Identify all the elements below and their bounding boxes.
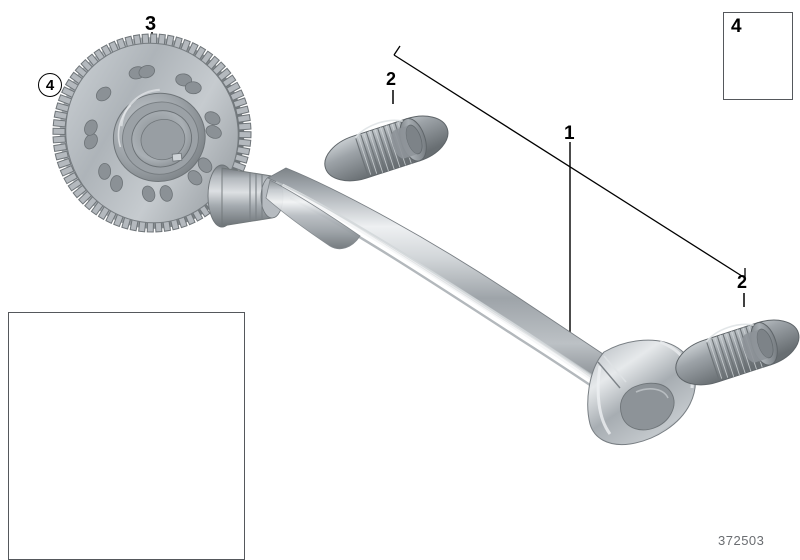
bolt-inset-label: 4	[731, 16, 742, 37]
shaft-highlight	[280, 183, 598, 384]
drive-gear	[52, 33, 252, 233]
diagram-part-number: 372503	[718, 533, 765, 548]
leader-tick-2-left	[393, 45, 401, 56]
callout-3: 3	[145, 13, 157, 35]
callout-1: 1	[564, 123, 575, 144]
callout-4-circled: 4	[38, 73, 62, 97]
needle-roller-bearing-left	[324, 115, 449, 182]
shaft-lobe	[265, 179, 361, 250]
shaft-grooves	[249, 172, 263, 222]
gear-keyway	[171, 152, 183, 162]
gear-lightening-holes	[84, 64, 222, 203]
needle-roller-bearing-right	[675, 319, 800, 386]
bolt-inset-box	[723, 12, 793, 100]
balance-shaft	[207, 164, 696, 446]
gear-hub	[112, 88, 206, 182]
engine-inset-box	[8, 312, 245, 560]
shaft-counterweight-bore	[620, 382, 675, 431]
callout-2-left: 2	[386, 69, 397, 89]
callout-2-right: 2	[737, 272, 748, 292]
